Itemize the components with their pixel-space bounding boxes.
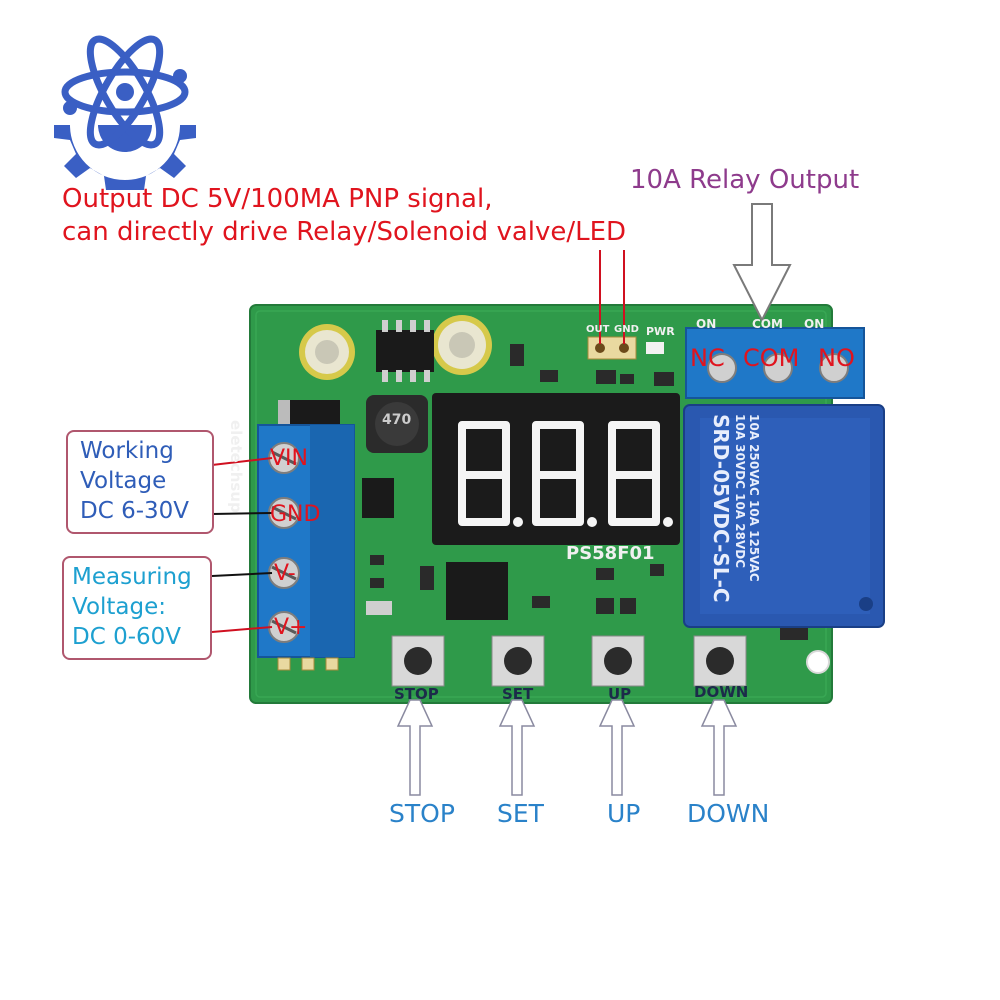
mounting-hole [806,650,830,674]
relay-down-arrow-icon [732,203,792,323]
board-label-set: SET [502,685,534,703]
callout-up: UP [607,799,641,828]
push-button-set [491,635,545,687]
set-up-arrow-icon [498,699,536,796]
capacitor-right [432,315,492,375]
working-voltage-line1: Working [80,438,174,464]
terminal-label-nc: NC [690,344,725,372]
seven-segment-display [432,393,680,545]
pcb-model-label: PS58F01 [566,543,655,564]
pcb-on-left: ON [696,317,717,331]
callout-set: SET [497,799,544,828]
callout-down: DOWN [687,799,770,828]
callout-stop: STOP [389,799,455,828]
push-button-stop [391,635,445,687]
terminal-label-com: COM [743,344,800,372]
ic-chip-top [376,330,434,372]
relay-model-line: SRD-05VDC-SL-C [709,414,734,603]
pcb-out-label: OUT [586,324,610,335]
push-button-down [693,635,747,687]
pnp-output-note-line2: can directly drive Relay/Solenoid valve/… [62,217,627,247]
relay-rating-line2: 10A 30VDC 10A 28VDC [733,414,748,569]
down-up-arrow-icon [700,699,738,796]
push-button-up [591,635,645,687]
measuring-voltage-line3: DC 0-60V [72,624,182,650]
terminal-label-v-plus: V+ [274,615,308,640]
measuring-voltage-line1: Measuring [72,564,192,590]
terminal-label-vin: VIN [270,446,308,471]
pcb-com-top: COM [752,317,783,331]
relay-output-label: 10A Relay Output [630,165,860,195]
atom-gear-logo-icon [54,35,196,190]
pcb-on-right: ON [804,317,825,331]
board-label-stop: STOP [394,685,439,703]
measuring-voltage-box: Measuring Voltage: DC 0-60V [62,556,212,660]
terminal-label-v-minus: V- [274,561,296,586]
pcb-pwr-label: PWR [646,325,675,338]
working-voltage-box: Working Voltage DC 6-30V [66,430,214,534]
working-voltage-line3: DC 6-30V [80,498,190,524]
board-label-down: DOWN [694,683,749,701]
pnp-output-note-line1: Output DC 5V/100MA PNP signal, [62,184,493,214]
up-up-arrow-icon [598,699,636,796]
measuring-voltage-line2: Voltage: [72,594,167,620]
board-label-up: UP [608,685,632,703]
stop-up-arrow-icon [396,699,434,796]
pcb-gnd-label: GND [614,324,639,335]
display-digits [458,421,660,526]
terminal-label-gnd: GND [270,502,321,527]
pcb-brand-text: eletechsup [227,420,245,513]
microcontroller-chip [446,562,508,620]
working-voltage-line2: Voltage [80,468,167,494]
capacitor-left [299,324,355,380]
relay-rating-line1: 10A 250VAC 10A 125VAC [747,414,761,582]
terminal-label-no: NO [818,344,855,372]
inductor-marking: 470 [382,412,412,428]
